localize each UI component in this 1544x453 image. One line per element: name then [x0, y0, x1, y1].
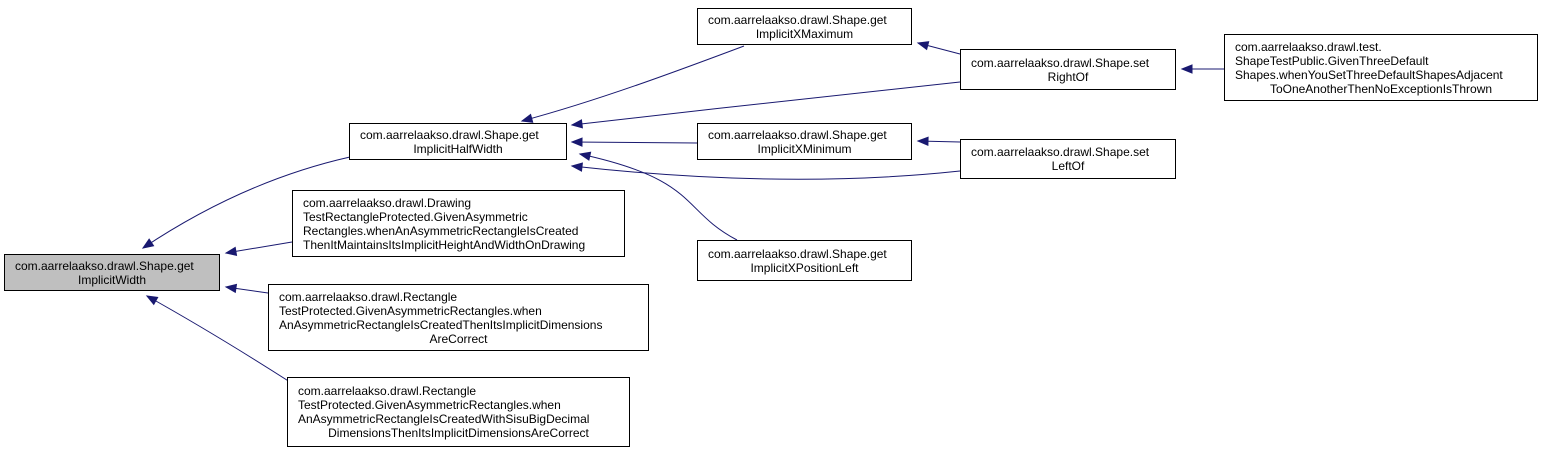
node-label-line: AreCorrect: [429, 331, 488, 346]
edge-n5-to-n1: [521, 45, 745, 122]
node-label-line: com.aarrelaakso.drawl.Shape.get: [708, 12, 887, 27]
node-label-line: com.aarrelaakso.drawl.Rectangle: [298, 384, 477, 398]
node-label-line: ImplicitXPositionLeft: [750, 260, 859, 275]
node-label-line: TestProtected.GivenAsymmetricRectangles.…: [279, 303, 542, 318]
node-rectangle-test-implicit-dimensions[interactable]: com.aarrelaakso.drawl.Rectangle TestProt…: [268, 284, 649, 351]
node-label-line: Rectangles.whenAnAsymmetricRectangleIsCr…: [303, 223, 579, 238]
node-label-line: ShapeTestPublic.GivenThreeDefault: [1235, 53, 1429, 68]
node-shape-get-implicit-half-width[interactable]: com.aarrelaakso.drawl.Shape.get Implicit…: [349, 123, 567, 160]
arrowhead-n4-to-n0: [145, 295, 159, 306]
node-label-line: ImplicitHalfWidth: [413, 141, 503, 156]
node-label-line: AnAsymmetricRectangleIsCreatedThenItsImp…: [279, 317, 603, 332]
node-label-line: AnAsymmetricRectangleIsCreatedWithSisuBi…: [298, 412, 590, 426]
node-label-line: DimensionsThenItsImplicitDimensionsAreCo…: [328, 426, 589, 440]
node-label-line: Shapes.whenYouSetThreeDefaultShapesAdjac…: [1235, 67, 1503, 82]
arrowhead-n7-to-n1: [578, 151, 592, 161]
arrowhead-n10-to-n8: [1180, 64, 1193, 74]
arrowhead-n3-to-n0: [224, 283, 238, 294]
edge-n4-to-n0: [146, 295, 291, 383]
node-rectangle-test-sisu-bigdecimal[interactable]: com.aarrelaakso.drawl.Rectangle TestProt…: [287, 377, 630, 447]
node-label-line: com.aarrelaakso.drawl.Shape.get: [708, 246, 887, 261]
node-label-line: com.aarrelaakso.drawl.Rectangle: [279, 289, 458, 304]
node-label-line: TestRectangleProtected.GivenAsymmetric: [303, 209, 528, 224]
arrowhead-n5-to-n1: [520, 113, 534, 123]
node-label-line: ImplicitXMinimum: [757, 141, 852, 156]
arrowhead-n8-to-n1: [570, 119, 583, 129]
arrowhead-n9-to-n1: [570, 162, 583, 172]
node-label-line: ToOneAnotherThenNoExceptionIsThrown: [1269, 81, 1493, 96]
edge-n2-to-n0: [225, 241, 293, 254]
arrowhead-n8-to-n5: [916, 41, 930, 51]
node-shape-get-implicit-width: com.aarrelaakso.drawl.Shape.get Implicit…: [4, 254, 220, 291]
arrowhead-n9-to-n6: [916, 136, 929, 146]
edge-n9-to-n1: [571, 165, 961, 180]
node-label-line: com.aarrelaakso.drawl.Shape.set: [971, 145, 1150, 159]
node-shape-get-implicit-x-maximum[interactable]: com.aarrelaakso.drawl.Shape.get Implicit…: [697, 8, 912, 45]
node-label-line: com.aarrelaakso.drawl.Drawing: [303, 195, 472, 210]
node-drawing-test-rectangle-protected[interactable]: com.aarrelaakso.drawl.Drawing TestRectan…: [292, 190, 625, 257]
node-label-line: LeftOf: [1051, 159, 1085, 173]
node-label-line: com.aarrelaakso.drawl.test.: [1235, 39, 1382, 54]
arrowhead-n6-to-n1: [570, 137, 583, 147]
node-label-line: TestProtected.GivenAsymmetricRectangles.…: [298, 398, 561, 412]
edge-n1-to-n0: [142, 156, 351, 249]
node-label-line: ThenItMaintainsItsImplicitHeightAndWidth…: [303, 237, 586, 252]
node-label-line: com.aarrelaakso.drawl.Shape.get: [360, 127, 539, 142]
arrowhead-n1-to-n0: [141, 238, 155, 249]
node-label-line: com.aarrelaakso.drawl.Shape.get: [708, 127, 887, 142]
edge-n6-to-n1: [571, 141, 698, 144]
arrowhead-n2-to-n0: [224, 246, 238, 256]
node-shape-test-public-three-default-shapes[interactable]: com.aarrelaakso.drawl.test. ShapeTestPub…: [1224, 34, 1538, 101]
node-label-line: ImplicitXMaximum: [755, 26, 854, 41]
node-shape-get-implicit-x-minimum[interactable]: com.aarrelaakso.drawl.Shape.get Implicit…: [697, 123, 912, 160]
edge-n7-to-n1: [579, 153, 738, 241]
node-label-line: ImplicitWidth: [77, 272, 146, 287]
node-label-line: com.aarrelaakso.drawl.Shape.get: [15, 258, 194, 273]
node-label-line: RightOf: [1047, 69, 1089, 84]
node-shape-set-left-of[interactable]: com.aarrelaakso.drawl.Shape.set LeftOf: [960, 139, 1176, 179]
node-shape-get-implicit-x-position-left[interactable]: com.aarrelaakso.drawl.Shape.get Implicit…: [697, 240, 912, 281]
node-label-line: com.aarrelaakso.drawl.Shape.set: [971, 55, 1150, 70]
node-shape-set-right-of[interactable]: com.aarrelaakso.drawl.Shape.set RightOf: [960, 49, 1176, 90]
edge-n8-to-n1: [571, 81, 961, 126]
